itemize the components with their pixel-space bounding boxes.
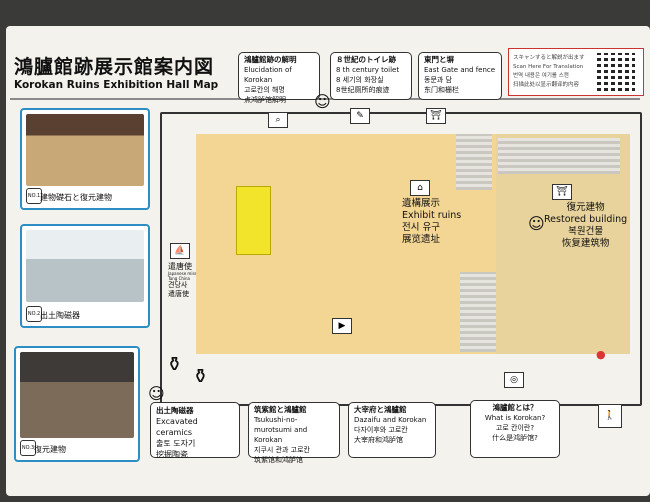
envoy-zh: 遣唐使 <box>168 290 189 298</box>
title-divider <box>10 98 640 100</box>
video-icon: ▶ <box>332 318 352 334</box>
panel-zh: 大宰府和鸿胪馆 <box>354 436 403 444</box>
qr-line: 번역 내용은 여기를 스캔 <box>513 73 569 79</box>
panel-east-gate: 東門と塀 East Gate and fence 동문과 담 东门和栅栏 <box>418 52 502 100</box>
panel-jp: 大宰府と鴻臚館 <box>354 405 407 414</box>
panel-tsukushi: 筑紫館と鴻臚館 Tsukushi-no-murotsumi and Koroka… <box>248 402 340 464</box>
panel-en: Excavated ceramics <box>156 417 198 437</box>
envoy-ko: 견당사 <box>168 281 188 289</box>
panel-elucidation: 鴻臚館跡の解明 Elucidation of Korokan 고로칸의 해명 点… <box>238 52 320 104</box>
photo-image <box>26 114 144 186</box>
photo-ceramics: NO.2 出土陶磁器 <box>20 224 150 328</box>
panel-en: 8 th century toilet <box>336 66 400 74</box>
panel-jp: 東門と塀 <box>424 55 454 64</box>
photo-restored: NO.3 復元建物 <box>14 346 140 462</box>
qr-instructions: スキャンすると解説が出ます Scan Here For Translation … <box>513 54 593 90</box>
photo-caption: 建物礎石と復元建物 <box>40 193 112 202</box>
restored-ko: 복원건물 <box>568 226 604 237</box>
envoy-en: Japanese missions to Tang China <box>168 271 211 281</box>
panel-ceramics: 出土陶磁器 Excavated ceramics 출토 도자기 挖掘陶瓷 <box>150 402 240 459</box>
photo-image <box>26 230 144 302</box>
restored-jp: 復元建物 <box>566 202 605 213</box>
panel-jp: 出土陶磁器 <box>156 406 194 415</box>
ruins-zh: 展览遗址 <box>402 234 441 245</box>
panel-jp: ８世紀のトイレ跡 <box>336 55 396 64</box>
envoy-jp: 遣唐使 <box>168 262 192 271</box>
ruins-jp: 遺構展示 <box>402 198 441 209</box>
photo-badge: NO.3 <box>20 440 36 456</box>
panel-zh: 筑紫馆和鸿胪馆 <box>254 456 303 464</box>
photo-image <box>20 352 134 438</box>
qr-panel[interactable]: スキャンすると解説が出ます Scan Here For Translation … <box>508 48 644 96</box>
panel-en: Elucidation of Korokan <box>244 66 292 84</box>
panel-ko: 다자이후와 고로칸 <box>354 426 408 434</box>
map-title: 鴻臚館跡展示館案内図 <box>14 56 215 78</box>
panel-jp: 鴻臚館跡の解明 <box>244 55 297 64</box>
panel-zh: 什么是鸿胪馆? <box>492 434 538 442</box>
mascot-icon-2: ☺ <box>148 384 165 403</box>
panel-jp: 筑紫館と鴻臚館 <box>254 405 307 414</box>
photo-badge: NO.1 <box>26 188 42 204</box>
panel-zh: 东门和栅栏 <box>424 86 459 94</box>
photo-caption: 復元建物 <box>34 445 66 454</box>
reading-icon: ✎ <box>350 108 370 124</box>
photo-caption: 出土陶磁器 <box>40 311 80 320</box>
panel-toilet: ８世紀のトイレ跡 8 th century toilet 8 세기의 화장실 8… <box>330 52 412 100</box>
map-subtitle: Korokan Ruins Exhibition Hall Map <box>14 79 219 91</box>
panel-jp: 鴻臚館とは？ <box>492 403 538 412</box>
jar-icon: ⚱ <box>192 364 209 388</box>
mascot-icon: ☺ <box>314 92 331 111</box>
gate-icon: ⛩ <box>426 108 446 124</box>
panel-zh: 8世纪厕所的痕迹 <box>336 86 390 94</box>
restored-label: 復元建物 Restored building 복원건물 恢复建筑物 <box>544 202 627 250</box>
highlight-foundation <box>236 186 271 255</box>
location-pin-icon: ● <box>596 348 606 361</box>
panel-en: What is Korokan? <box>484 414 546 422</box>
panel-en: East Gate and fence <box>424 66 496 74</box>
qr-code-pattern <box>597 53 635 91</box>
photo-badge: NO.2 <box>26 306 42 322</box>
restored-zh: 恢复建筑物 <box>561 238 610 249</box>
stairs-left <box>456 134 492 190</box>
panel-ko: 동문과 담 <box>424 76 452 84</box>
qr-line: 扫描此处以显示翻译的内容 <box>513 82 580 88</box>
panel-what-is-korokan: 鴻臚館とは？ What is Korokan? 고로 칸이란? 什么是鸿胪馆? <box>470 400 560 458</box>
ruins-en: Exhibit ruins <box>402 210 462 221</box>
vase-icon: ⚱ <box>166 352 183 376</box>
restored-en: Restored building <box>544 214 628 225</box>
panel-ko: 지쿠시 관과 고로칸 <box>254 446 310 454</box>
envoy-label: 遣唐使 Japanese missions to Tang China 견당사 … <box>168 262 212 299</box>
mascot-icon-3: ☺ <box>528 214 545 233</box>
panel-ko: 8 세기의 화장실 <box>336 76 384 84</box>
magnifier-icon: ⌕ <box>268 112 288 128</box>
panel-ko: 고로 칸이란? <box>495 424 535 432</box>
ruins-label: 遺構展示 Exhibit ruins 전시 유구 展览遗址 <box>402 198 461 246</box>
ruins-ko: 전시 유구 <box>402 222 440 233</box>
info-icon: ◎ <box>504 372 524 388</box>
ship-icon: ⛵ <box>170 243 190 259</box>
panel-ko: 고로칸의 해명 <box>244 86 285 94</box>
panel-en: Dazaifu and Korokan <box>354 416 427 424</box>
stairs-bottom <box>460 272 496 352</box>
stairs-top-right <box>498 138 620 174</box>
exit-icon: 🚶 <box>598 404 622 428</box>
panel-zh: 挖掘陶瓷 <box>156 450 188 459</box>
photo-foundation: NO.1 建物礎石と復元建物 <box>20 108 150 210</box>
shrine-icon: ⛩ <box>552 184 572 200</box>
museum-icon: ⌂ <box>410 180 430 196</box>
panel-zh: 点鸿胪馆解明 <box>244 96 286 104</box>
qr-line: Scan Here For Translation <box>513 64 584 70</box>
panel-dazaifu: 大宰府と鴻臚館 Dazaifu and Korokan 다자이후와 고로칸 大宰… <box>348 402 436 458</box>
panel-ko: 출토 도자기 <box>156 439 196 448</box>
qr-line: スキャンすると解説が出ます <box>513 55 585 61</box>
panel-en: Tsukushi-no-murotsumi and Korokan <box>254 416 308 444</box>
